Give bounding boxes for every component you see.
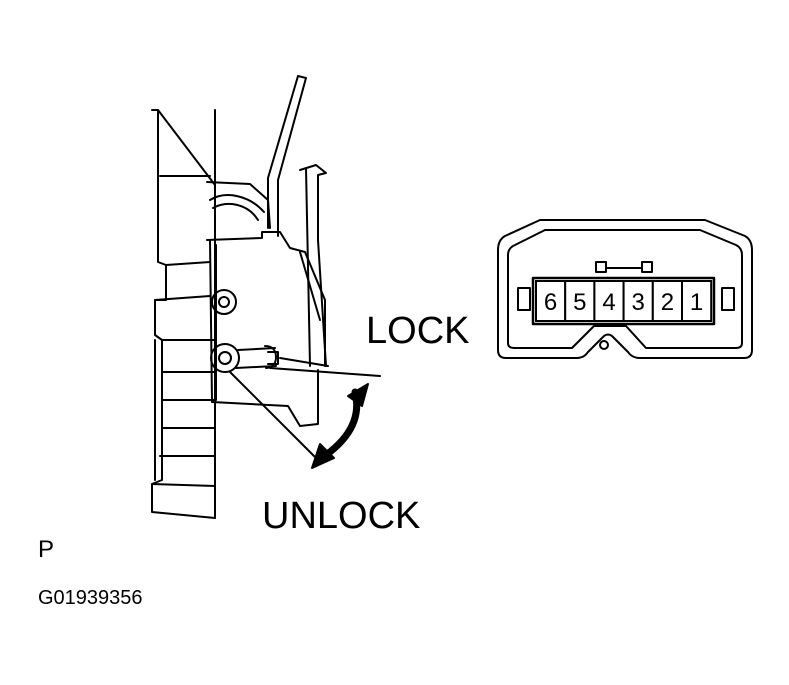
lock-lever (210, 343, 381, 461)
lock-label: LOCK (366, 310, 470, 352)
mounting-plate (151, 109, 216, 519)
connector-pin-number-6: 6 (544, 289, 557, 316)
unlock-label: UNLOCK (262, 495, 421, 537)
connector-pin-number-5: 5 (573, 289, 586, 316)
connector-pin-cell-6 (535, 280, 567, 322)
connector-pin-number-1: 1 (690, 289, 703, 316)
figure-code: G01939356 (38, 587, 143, 609)
connector-pin-cell-1 (681, 280, 713, 322)
connector-pin-cell-4 (593, 280, 625, 322)
connector-pin-cell-2 (651, 280, 683, 322)
lock-unlock-arrow (311, 383, 369, 469)
wire-guide-bracket (267, 75, 327, 367)
connector-pin-number-3: 3 (632, 289, 645, 316)
connector-pin-number-4: 4 (602, 289, 615, 316)
connector-pin-number-2: 2 (661, 289, 674, 316)
view-label: P (38, 536, 55, 563)
connector-housing (497, 219, 753, 359)
